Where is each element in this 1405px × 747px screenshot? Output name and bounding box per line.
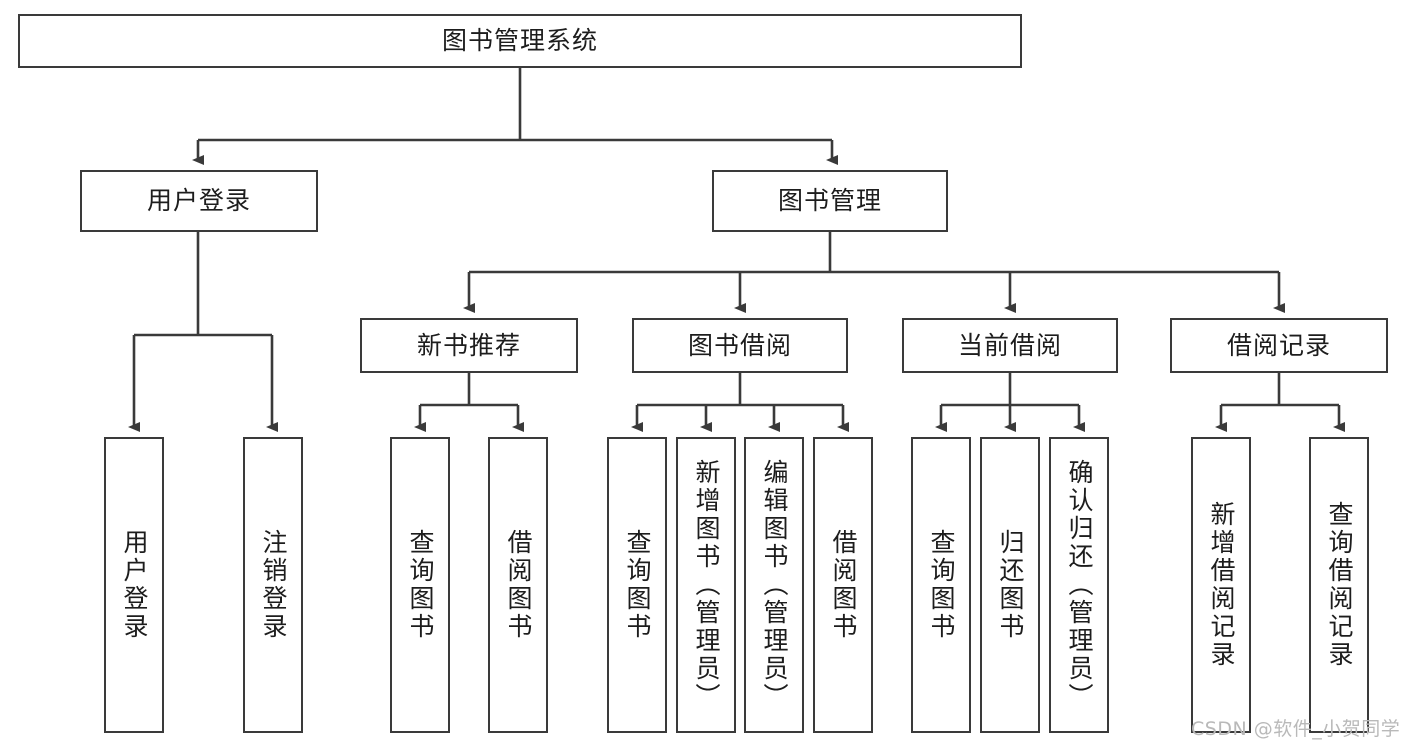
node-label: 借阅图书 (829, 529, 858, 641)
node-leaf-add-record[interactable]: 新增借阅记录 (1191, 437, 1251, 733)
node-label: 注销登录 (259, 529, 288, 641)
node-label: 查询图书 (623, 529, 652, 641)
node-label: 确认归还（管理员） (1065, 459, 1094, 711)
node-user-login[interactable]: 用户登录 (80, 170, 318, 232)
node-label: 新增借阅记录 (1207, 501, 1236, 669)
node-label: 新增图书（管理员） (692, 459, 721, 711)
node-leaf-user-logout[interactable]: 注销登录 (243, 437, 303, 733)
node-root-system[interactable]: 图书管理系统 (18, 14, 1022, 68)
node-leaf-user-login[interactable]: 用户登录 (104, 437, 164, 733)
node-leaf-borrow-book-1[interactable]: 借阅图书 (488, 437, 548, 733)
node-book-borrow[interactable]: 图书借阅 (632, 318, 848, 373)
node-leaf-query-record[interactable]: 查询借阅记录 (1309, 437, 1369, 733)
node-leaf-return-book[interactable]: 归还图书 (980, 437, 1040, 733)
node-leaf-add-book[interactable]: 新增图书（管理员） (676, 437, 736, 733)
node-label: 编辑图书（管理员） (760, 459, 789, 711)
node-leaf-confirm-return[interactable]: 确认归还（管理员） (1049, 437, 1109, 733)
node-label: 查询借阅记录 (1325, 501, 1354, 669)
node-leaf-query-book-2[interactable]: 查询图书 (607, 437, 667, 733)
csdn-watermark: CSDN @软件_小贺同学 (1191, 718, 1401, 740)
node-current-borrow[interactable]: 当前借阅 (902, 318, 1118, 373)
node-leaf-edit-book[interactable]: 编辑图书（管理员） (744, 437, 804, 733)
node-borrow-record[interactable]: 借阅记录 (1170, 318, 1388, 373)
node-leaf-borrow-book-2[interactable]: 借阅图书 (813, 437, 873, 733)
node-book-manage[interactable]: 图书管理 (712, 170, 948, 232)
node-label: 用户登录 (120, 529, 149, 641)
node-leaf-query-book-3[interactable]: 查询图书 (911, 437, 971, 733)
node-label: 借阅图书 (504, 529, 533, 641)
node-leaf-query-book-1[interactable]: 查询图书 (390, 437, 450, 733)
node-label: 查询图书 (927, 529, 956, 641)
node-label: 归还图书 (996, 529, 1025, 641)
node-new-book-recommend[interactable]: 新书推荐 (360, 318, 578, 373)
node-label: 查询图书 (406, 529, 435, 641)
